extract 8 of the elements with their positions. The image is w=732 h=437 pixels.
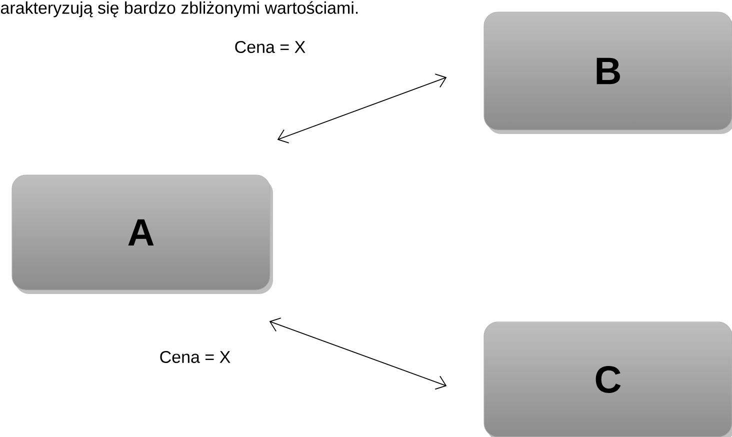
node-box: C xyxy=(484,322,732,437)
node-box: B xyxy=(484,12,732,130)
node-box: A xyxy=(12,174,270,290)
double-arrow xyxy=(269,318,447,390)
double-arrow xyxy=(277,74,447,144)
caption-text: arakteryzują się bardzo zbliżonymi wartościami. xyxy=(0,1,358,18)
edge-label: Cena = X xyxy=(158,350,232,364)
edge-label: Cena = X xyxy=(233,40,307,54)
